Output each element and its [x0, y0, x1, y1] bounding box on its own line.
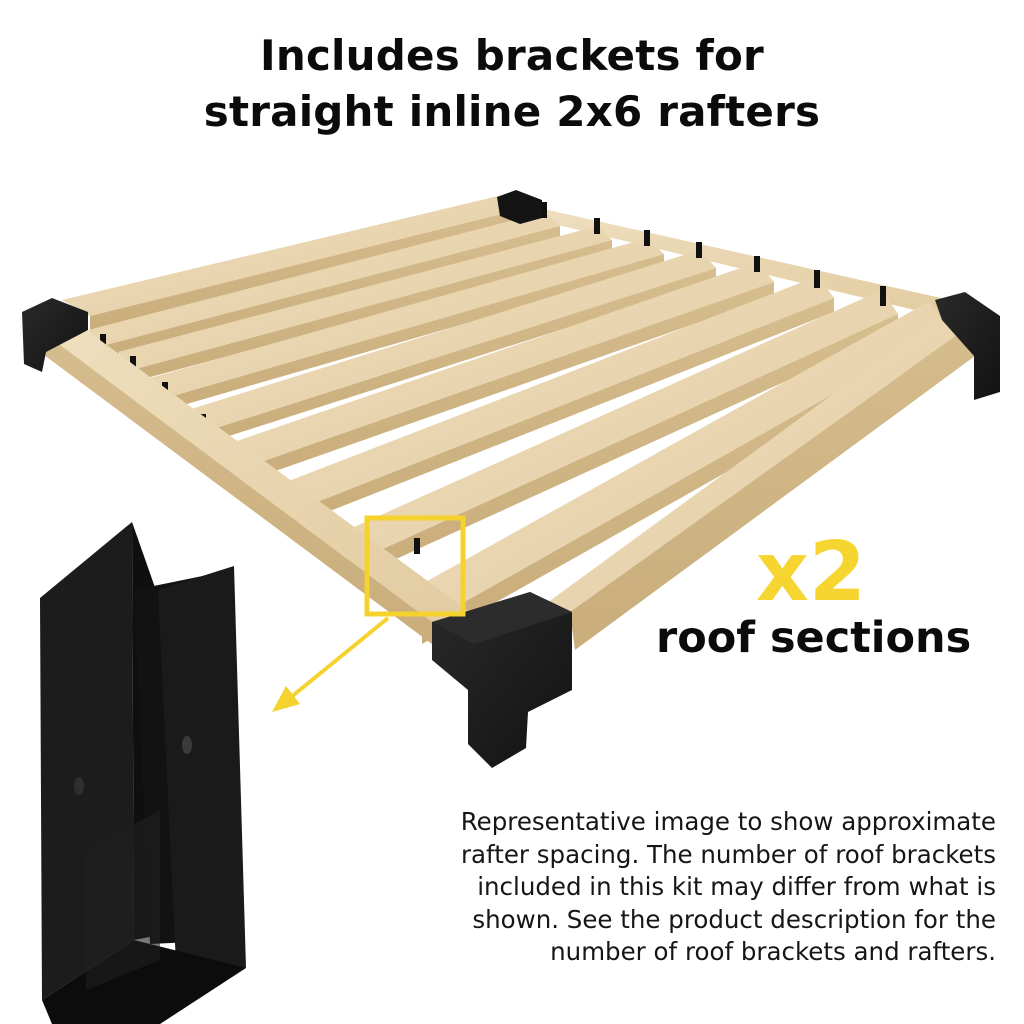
disclaimer-line-1: Representative image to show approximate: [460, 807, 996, 836]
back-beam: [62, 192, 542, 332]
front-left-beam: [40, 318, 470, 650]
corner-bracket-right: [935, 292, 1000, 400]
pointer-arrow: [272, 616, 390, 712]
corner-bracket-left: [22, 298, 88, 372]
disclaimer-line-2: rafter spacing. The number of roof brack…: [460, 839, 996, 869]
headline-line-1: Includes brackets for: [260, 31, 764, 80]
front-right-beam: [540, 316, 975, 650]
disclaimer-line-5: number of roof brackets and rafters.: [550, 937, 996, 966]
highlight-box: [364, 515, 466, 617]
disclaimer-text: Representative image to show approximate…: [376, 806, 996, 969]
disclaimer-line-4: shown. See the product description for t…: [472, 904, 996, 934]
headline: Includes brackets for straight inline 2x…: [0, 28, 1024, 140]
bracket-bolt-hole: [182, 736, 192, 754]
corner-bracket-front: [432, 592, 572, 768]
roof-section-multiplier: x2: [756, 525, 866, 620]
disclaimer-line-3: included in this kit may differ from wha…: [477, 872, 996, 901]
roof-sections-label: roof sections: [656, 613, 972, 663]
corner-bracket-back: [497, 190, 542, 224]
bracket-detail: [40, 522, 246, 1024]
bracket-bolt-hole: [74, 777, 84, 795]
right-side-beam: [530, 206, 965, 322]
headline-line-2: straight inline 2x6 rafters: [203, 87, 821, 136]
